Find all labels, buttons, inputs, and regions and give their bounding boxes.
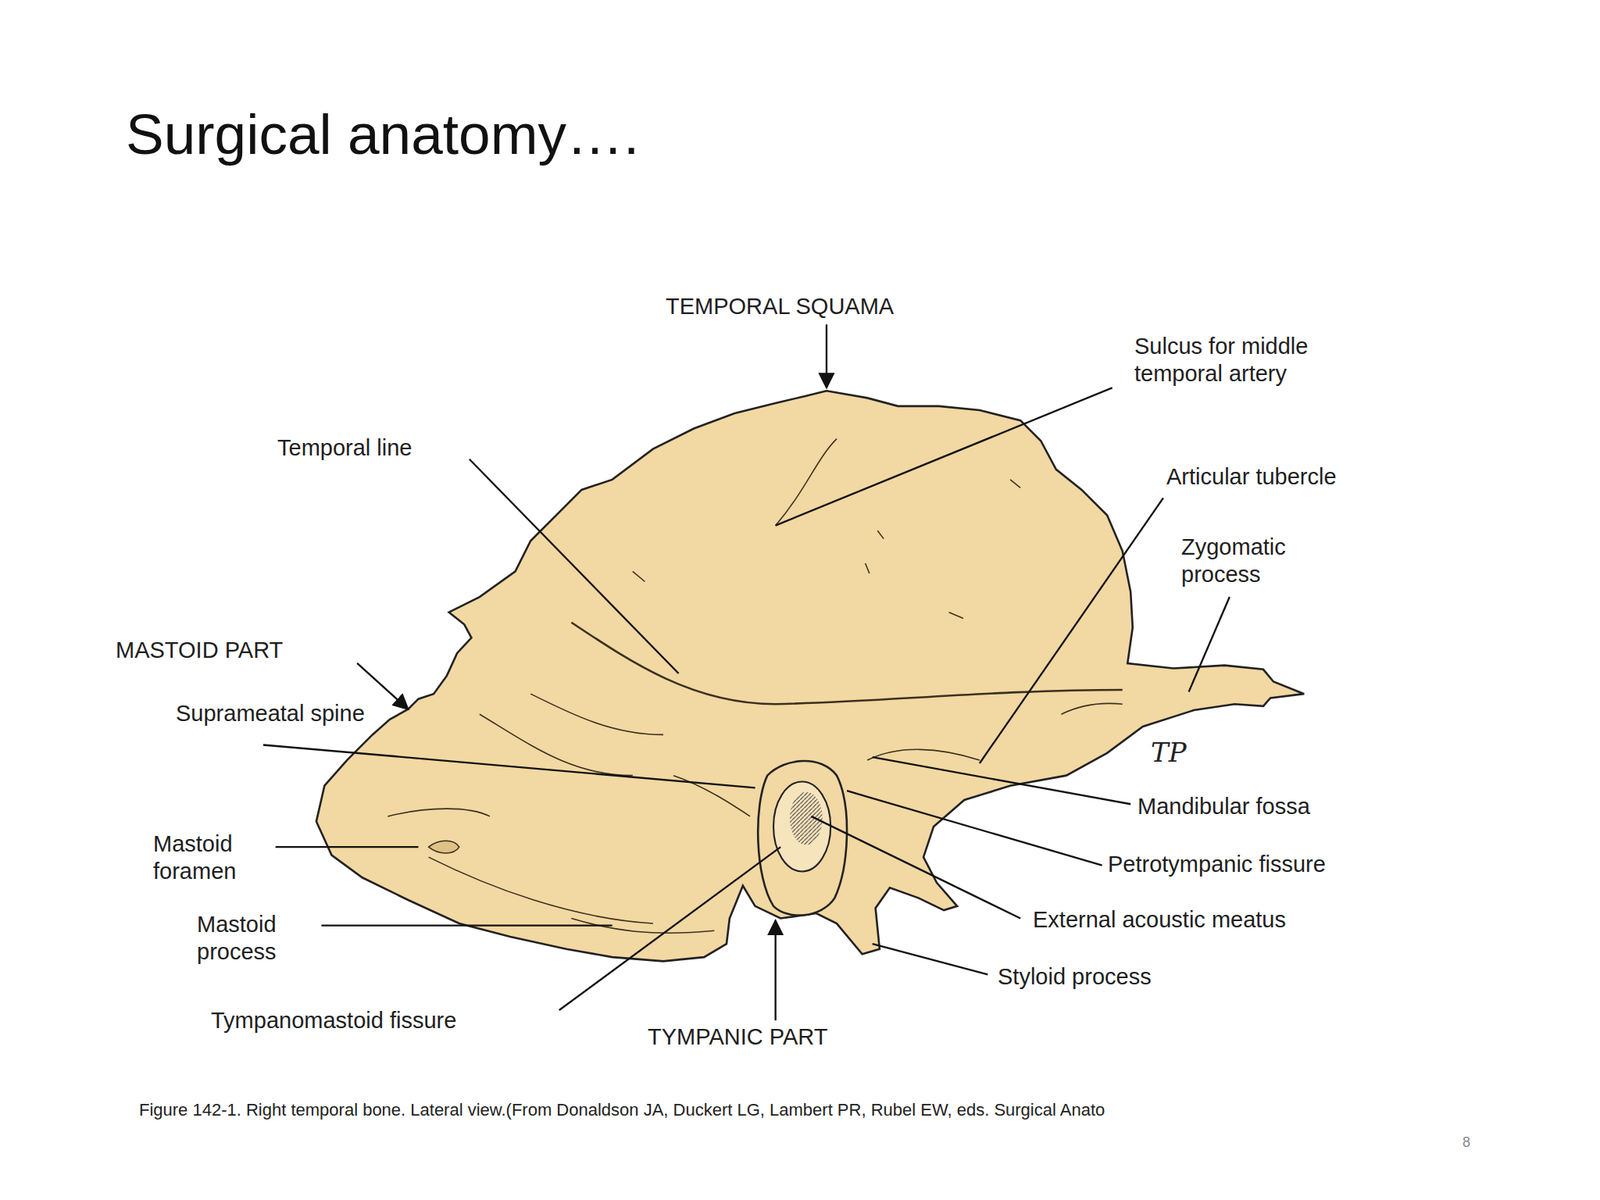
leader-line bbox=[1189, 596, 1230, 692]
leader-arrow bbox=[357, 663, 408, 710]
leader-line bbox=[275, 846, 419, 848]
structure-label: Zygomatic process bbox=[1181, 533, 1335, 590]
part-label: TYMPANIC PART bbox=[647, 1023, 828, 1051]
structure-label: Suprameatal spine bbox=[175, 700, 365, 728]
figure-caption: Figure 142-1. Right temporal bone. Later… bbox=[139, 1100, 1105, 1122]
structure-label: Styloid process bbox=[997, 963, 1152, 991]
structure-label: Tympanomastoid fissure bbox=[210, 1007, 457, 1035]
bone-details bbox=[387, 439, 1122, 934]
leader-line bbox=[775, 387, 1113, 525]
leader-line bbox=[559, 846, 781, 1011]
leader-line bbox=[846, 790, 1103, 865]
leader-line bbox=[979, 497, 1164, 764]
structure-label: Mastoid foramen bbox=[153, 830, 276, 886]
leader-line bbox=[872, 757, 1131, 804]
structure-label: Articular tubercle bbox=[1166, 463, 1337, 491]
leader-line bbox=[872, 943, 989, 975]
leader-arrow bbox=[774, 920, 776, 1021]
structure-label: External acoustic meatus bbox=[1032, 906, 1286, 934]
leader-line bbox=[263, 744, 756, 788]
structure-label: Sulcus for middle temporal artery bbox=[1134, 332, 1375, 389]
part-label: TEMPORAL SQUAMA bbox=[665, 292, 894, 321]
slide-number: 8 bbox=[1462, 1134, 1471, 1152]
leader-line bbox=[321, 924, 612, 926]
artist-initials: TP bbox=[1150, 736, 1187, 769]
structure-label: Temporal line bbox=[277, 434, 412, 462]
leader-arrow bbox=[825, 324, 828, 388]
slide-title: Surgical anatomy…. bbox=[125, 100, 640, 169]
leader-line bbox=[810, 816, 1021, 919]
tympanic-ring bbox=[757, 760, 847, 916]
structure-label: Mandibular fossa bbox=[1137, 792, 1311, 821]
part-label: MASTOID PART bbox=[115, 636, 283, 665]
structure-label: Petrotympanic fissure bbox=[1107, 850, 1326, 879]
structure-label: Mastoid process bbox=[196, 910, 320, 967]
leader-line bbox=[469, 459, 679, 674]
